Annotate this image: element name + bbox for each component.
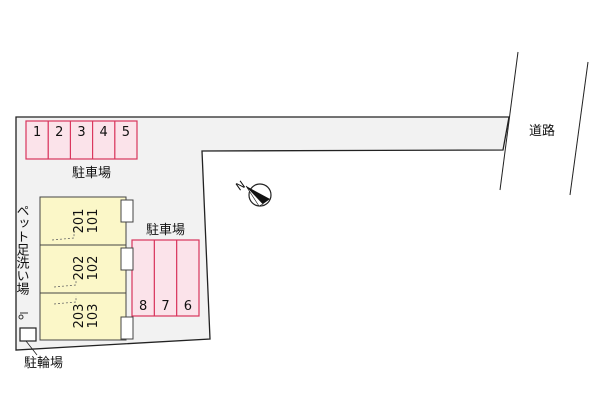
unit-number-102: 102: [86, 256, 101, 281]
parking-slot-number-6: 6: [184, 299, 192, 314]
parking-label-right: 駐車場: [146, 223, 185, 238]
unit-number-101: 101: [86, 209, 101, 234]
bicycle-parking-label: 駐輪場: [24, 355, 63, 371]
parking-slot-number-3: 3: [77, 125, 85, 140]
unit-label-2: 202 102: [72, 256, 101, 281]
road-edge-right: [569, 61, 589, 196]
unit-number-201: 201: [72, 209, 87, 234]
parking-slot-number-1: 1: [33, 125, 41, 140]
unit-label-3: 203 103: [72, 304, 101, 329]
unit-number-203: 203: [72, 304, 87, 329]
faucet-icon: [18, 312, 28, 320]
apartment-building: [39, 196, 134, 341]
parking-slot-number-7: 7: [161, 299, 169, 314]
parking-slot-6: [176, 239, 200, 317]
unit-label-1: 201 101: [72, 209, 101, 234]
bicycle-parking-box: [19, 327, 37, 342]
north-arrow-icon: [245, 183, 272, 207]
unit-number-103: 103: [86, 304, 101, 329]
pet-footwash-label: ペット足洗い場: [14, 204, 30, 295]
parking-slot-number-4: 4: [100, 125, 108, 140]
parking-slot-5: [114, 120, 138, 160]
parking-label-top: 駐車場: [72, 166, 111, 181]
unit-number-202: 202: [72, 256, 87, 281]
road-label: 道路: [529, 123, 555, 139]
bicycle-parking-leader: [25, 340, 38, 356]
parking-slot-number-8: 8: [139, 299, 147, 314]
north-label: N: [233, 178, 247, 193]
road-edge-left: [499, 51, 519, 191]
parking-slot-number-5: 5: [122, 125, 130, 140]
parking-slot-number-2: 2: [55, 125, 63, 140]
